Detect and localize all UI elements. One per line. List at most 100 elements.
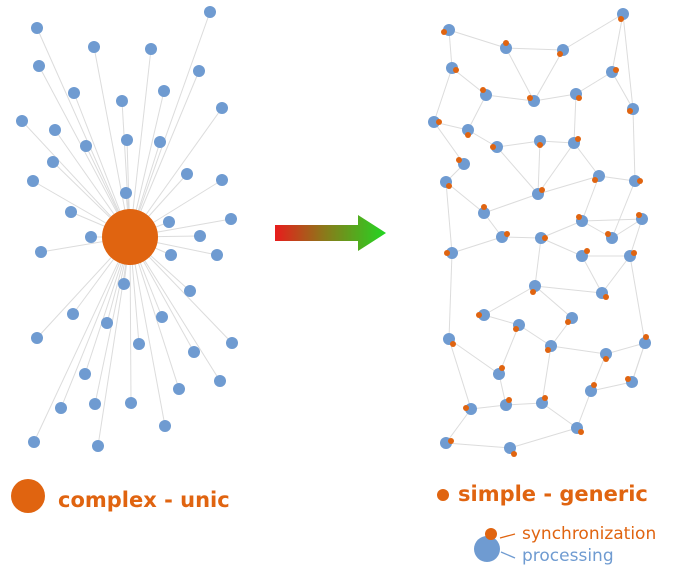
- mesh-edge: [622, 13, 634, 110]
- peripheral-node: [16, 115, 28, 127]
- legend-processing-node-icon: [474, 536, 500, 562]
- processing-node: [629, 175, 641, 187]
- mesh-edge: [501, 236, 542, 239]
- mesh-edge: [631, 342, 646, 383]
- mesh-edge: [448, 252, 453, 340]
- mesh-edge: [629, 218, 643, 257]
- mesh-edge: [496, 146, 539, 195]
- sync-dot: [627, 108, 633, 114]
- sync-dot: [504, 231, 510, 237]
- sync-dot: [584, 248, 590, 254]
- sync-dot: [592, 177, 598, 183]
- peripheral-node: [133, 338, 145, 350]
- processing-node: [639, 337, 651, 349]
- sync-dot: [537, 142, 543, 148]
- peripheral-node: [31, 332, 43, 344]
- sync-dot: [636, 212, 642, 218]
- sync-dot: [513, 326, 519, 332]
- peripheral-node: [28, 436, 40, 448]
- mesh-edge: [448, 338, 500, 375]
- mesh-edge: [496, 140, 541, 148]
- sync-dot: [542, 395, 548, 401]
- synchronization-label: synchronization: [522, 524, 657, 544]
- processing-node: [504, 442, 516, 454]
- star-edge: [94, 236, 131, 405]
- peripheral-node: [193, 65, 205, 77]
- mesh-edge: [505, 47, 535, 102]
- mesh-edge: [537, 142, 575, 195]
- processing-node: [462, 124, 474, 136]
- mesh-edge: [632, 108, 636, 182]
- sync-dot: [618, 16, 624, 22]
- sync-dot: [613, 67, 619, 73]
- peripheral-node: [118, 278, 130, 290]
- sync-dot: [441, 29, 447, 35]
- mesh-edge: [509, 427, 578, 449]
- mesh-edge: [534, 285, 603, 294]
- mesh-edge: [575, 71, 613, 95]
- peripheral-node: [49, 124, 61, 136]
- distributed-nodes: [428, 8, 651, 457]
- centralized-nodes: [16, 6, 238, 452]
- star-edge: [97, 236, 131, 447]
- peripheral-node: [181, 168, 193, 180]
- sync-dot: [542, 235, 548, 241]
- legend-sync-pointer: [499, 533, 516, 539]
- sync-dot: [591, 382, 597, 388]
- peripheral-node: [216, 102, 228, 114]
- sync-dot: [453, 67, 459, 73]
- peripheral-node: [55, 402, 67, 414]
- mesh-edge: [445, 181, 485, 214]
- peripheral-node: [47, 156, 59, 168]
- processing-node: [529, 280, 541, 292]
- sync-dot: [643, 334, 649, 340]
- processing-node: [428, 116, 440, 128]
- sync-dot: [463, 405, 469, 411]
- peripheral-node: [165, 249, 177, 261]
- mesh-edge: [601, 255, 631, 294]
- mesh-edge: [573, 142, 600, 177]
- mesh-edge: [483, 193, 539, 214]
- sync-dot: [631, 250, 637, 256]
- mesh-edge: [505, 402, 543, 406]
- sync-dot: [557, 51, 563, 57]
- star-edge: [93, 46, 131, 238]
- star-edge: [33, 236, 131, 443]
- mesh-edge: [576, 390, 592, 429]
- peripheral-node: [211, 249, 223, 261]
- mesh-edge: [541, 402, 578, 429]
- mesh-edge: [541, 345, 552, 404]
- peripheral-node: [116, 95, 128, 107]
- mesh-edge: [537, 140, 541, 195]
- peripheral-node: [80, 140, 92, 152]
- peripheral-node: [35, 246, 47, 258]
- mesh-edge: [483, 285, 536, 316]
- peripheral-node: [225, 213, 237, 225]
- processing-node: [600, 348, 612, 360]
- processing-node: [535, 232, 547, 244]
- star-edge: [129, 236, 221, 382]
- peripheral-node: [101, 317, 113, 329]
- mesh-edge: [448, 29, 507, 49]
- peripheral-node: [88, 41, 100, 53]
- sync-dot: [481, 204, 487, 210]
- peripheral-node: [92, 440, 104, 452]
- processing-node: [478, 309, 490, 321]
- mesh-edge: [540, 237, 583, 257]
- gradient-arrow-icon: [275, 215, 386, 251]
- hub-node-icon: [102, 209, 158, 265]
- sync-dot: [539, 187, 545, 193]
- sync-dot: [448, 438, 454, 444]
- sync-dot: [530, 289, 536, 295]
- mesh-edge: [611, 180, 636, 239]
- sync-dot: [480, 87, 486, 93]
- mesh-edge: [445, 408, 472, 444]
- simple-label: simple - generic: [458, 482, 648, 506]
- peripheral-node: [226, 337, 238, 349]
- mesh-edge: [451, 236, 503, 254]
- star-edge: [60, 236, 131, 409]
- peripheral-node: [120, 187, 132, 199]
- mesh-edge: [445, 181, 453, 254]
- sync-dot: [625, 376, 631, 382]
- mesh-edge: [467, 94, 487, 131]
